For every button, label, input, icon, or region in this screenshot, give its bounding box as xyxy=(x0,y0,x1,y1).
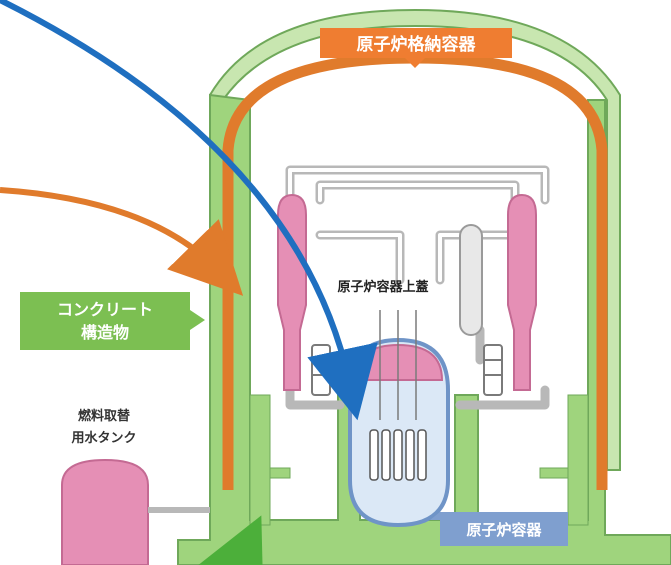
label-reactor-vessel: 原子炉容器 xyxy=(430,512,568,546)
vessel-head-label: 原子炉容器上蓋 xyxy=(337,279,428,295)
steam-generator-left xyxy=(277,193,307,391)
concrete-structure-text-line1: コンクリート xyxy=(57,300,153,319)
primary-piping-inner xyxy=(288,168,547,282)
orange-pointer-arrow xyxy=(0,187,244,296)
fuel-assemblies xyxy=(369,429,427,481)
label-concrete-structure: コンクリート 構造物 xyxy=(20,292,205,350)
refueling-tank-label-line2: 用水タンク xyxy=(70,430,136,446)
reactor-vessel-text: 原子炉容器 xyxy=(466,521,542,539)
green-pointer-arrow xyxy=(198,515,264,565)
concrete-structure-text-line2: 構造物 xyxy=(81,323,129,342)
steam-generator-right xyxy=(507,193,537,391)
coolant-pump-left xyxy=(311,344,331,396)
blue-pointer-arrow xyxy=(0,0,378,421)
refueling-tank-label-line1: 燃料取替 xyxy=(78,408,131,424)
coolant-pump-right xyxy=(483,344,503,396)
pressurizer xyxy=(459,224,483,336)
right-inner-pillar xyxy=(567,394,589,526)
control-rods xyxy=(379,310,417,420)
containment-vessel-text: 原子炉格納容器 xyxy=(357,34,477,55)
refueling-water-tank xyxy=(61,458,149,565)
left-inner-pillar xyxy=(249,394,271,526)
label-containment-vessel: 原子炉格納容器 xyxy=(320,28,512,68)
